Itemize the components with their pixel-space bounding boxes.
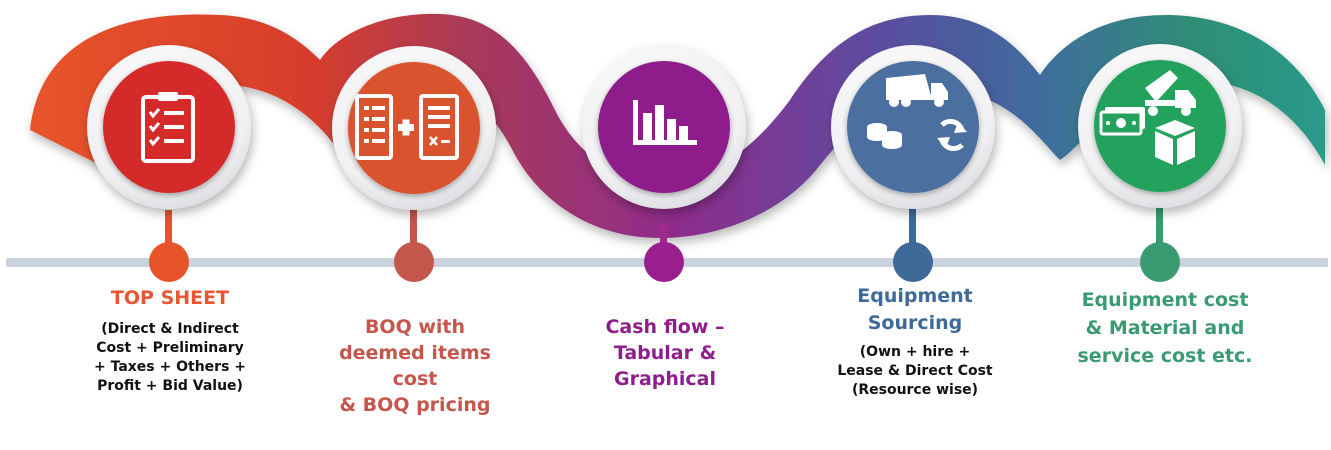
- timeline-dot-4: [893, 242, 933, 282]
- step-2-label: BOQ with deemed items cost & BOQ pricing: [300, 314, 530, 418]
- step-1-description: (Direct & Indirect Cost + Preliminary + …: [93, 321, 247, 394]
- step-4-title: Equipment Sourcing: [857, 285, 973, 334]
- stem-3: [660, 225, 667, 250]
- step-3-node: [582, 45, 746, 209]
- stem-2: [410, 195, 417, 250]
- connectors: [149, 192, 1180, 282]
- step-3-title: Cash flow – Tabular & Graphical: [605, 316, 725, 390]
- step-4-label: Equipment Sourcing (Own + hire + Lease &…: [805, 283, 1025, 400]
- stem-1: [165, 210, 172, 250]
- timeline-dot-3: [644, 242, 684, 282]
- timeline-dot-5: [1140, 242, 1180, 282]
- step-1-node: [87, 45, 251, 209]
- step-5-title: Equipment cost & Material and service co…: [1077, 289, 1253, 367]
- truck-coins-refresh-icon: [867, 74, 967, 151]
- step-4-description: (Own + hire + Lease & Direct Cost (Resou…: [837, 344, 993, 398]
- step-2-node: [332, 46, 496, 210]
- stem-5: [1156, 200, 1163, 250]
- step-4-node: [831, 45, 995, 209]
- dump-truck-icon: [886, 74, 948, 107]
- step-1-label: TOP SHEET (Direct & Indirect Cost + Prel…: [70, 286, 270, 396]
- step-3-label: Cash flow – Tabular & Graphical: [560, 314, 770, 392]
- coins-icon: [867, 123, 902, 149]
- document-plus-calculation-icon: [355, 94, 459, 160]
- box-icon: [1155, 120, 1195, 165]
- step-5-node: [1078, 44, 1242, 208]
- ribbon: [30, 13, 1325, 238]
- stem-4: [909, 192, 916, 250]
- timeline-dot-2: [394, 242, 434, 282]
- bar-chart-icon: [633, 100, 697, 145]
- step-5-label: Equipment cost & Material and service co…: [1040, 286, 1290, 370]
- money-mixer-truck-box-icon: [1099, 70, 1196, 165]
- money-icon: [1099, 107, 1145, 136]
- timeline-dot-1: [149, 242, 189, 282]
- step-2-title: BOQ with deemed items cost & BOQ pricing: [339, 316, 491, 416]
- mixer-truck-icon: [1145, 70, 1196, 116]
- step-1-title: TOP SHEET: [110, 287, 230, 309]
- checklist-icon: [141, 92, 195, 163]
